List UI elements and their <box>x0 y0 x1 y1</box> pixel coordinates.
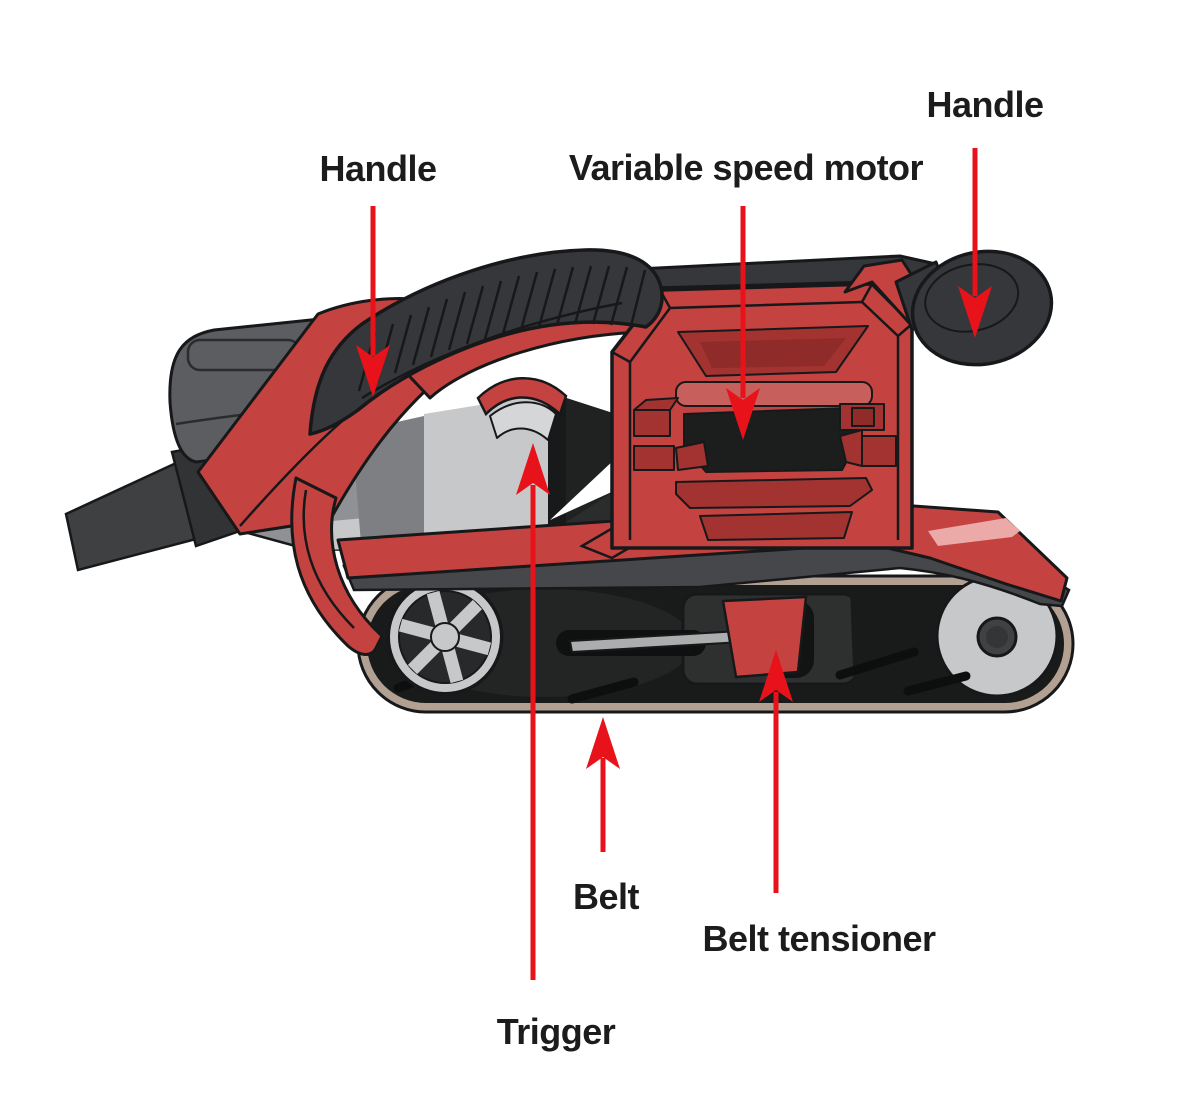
annotation-variable-speed-motor: Variable speed motor <box>569 147 924 440</box>
handle-opening <box>352 392 622 556</box>
deck-highlight <box>928 518 1020 546</box>
belt-tensioner-tab <box>721 595 808 679</box>
rear-roller-wheel <box>386 578 504 696</box>
opening-highlight <box>550 458 616 520</box>
arrow-up-icon <box>586 717 620 852</box>
front-roller <box>850 574 1059 698</box>
arrow-down-icon <box>958 148 992 338</box>
arrow-up-icon <box>516 443 550 980</box>
arrow-down-icon <box>356 206 390 397</box>
trigger-lever <box>489 401 557 441</box>
label-handle-left: Handle <box>319 148 436 189</box>
annotation-belt-tensioner: Belt tensioner <box>702 650 937 959</box>
label-handle-right: Handle <box>926 84 1043 125</box>
trigger <box>476 377 568 441</box>
arrow-down-icon <box>726 206 760 440</box>
speed-dial-bar <box>675 381 873 407</box>
annotation-belt: Belt <box>573 717 640 917</box>
label-variable-speed-motor: Variable speed motor <box>569 147 924 188</box>
label-trigger: Trigger <box>497 1011 616 1052</box>
rear-wheel-guard <box>290 476 384 656</box>
annotation-handle-right: Handle <box>926 84 1044 338</box>
annotation-handle-left: Handle <box>319 148 437 397</box>
motor-vent-window <box>683 407 861 473</box>
housing-side-cubes <box>633 397 897 471</box>
belt-tensioner-assembly <box>556 592 893 686</box>
belt-frame-band <box>342 532 1071 608</box>
arrow-up-icon <box>759 650 793 893</box>
label-belt-tensioner: Belt tensioner <box>702 918 936 959</box>
motor-housing <box>610 282 914 550</box>
annotation-trigger: Trigger <box>497 443 616 1052</box>
label-belt: Belt <box>573 876 640 917</box>
